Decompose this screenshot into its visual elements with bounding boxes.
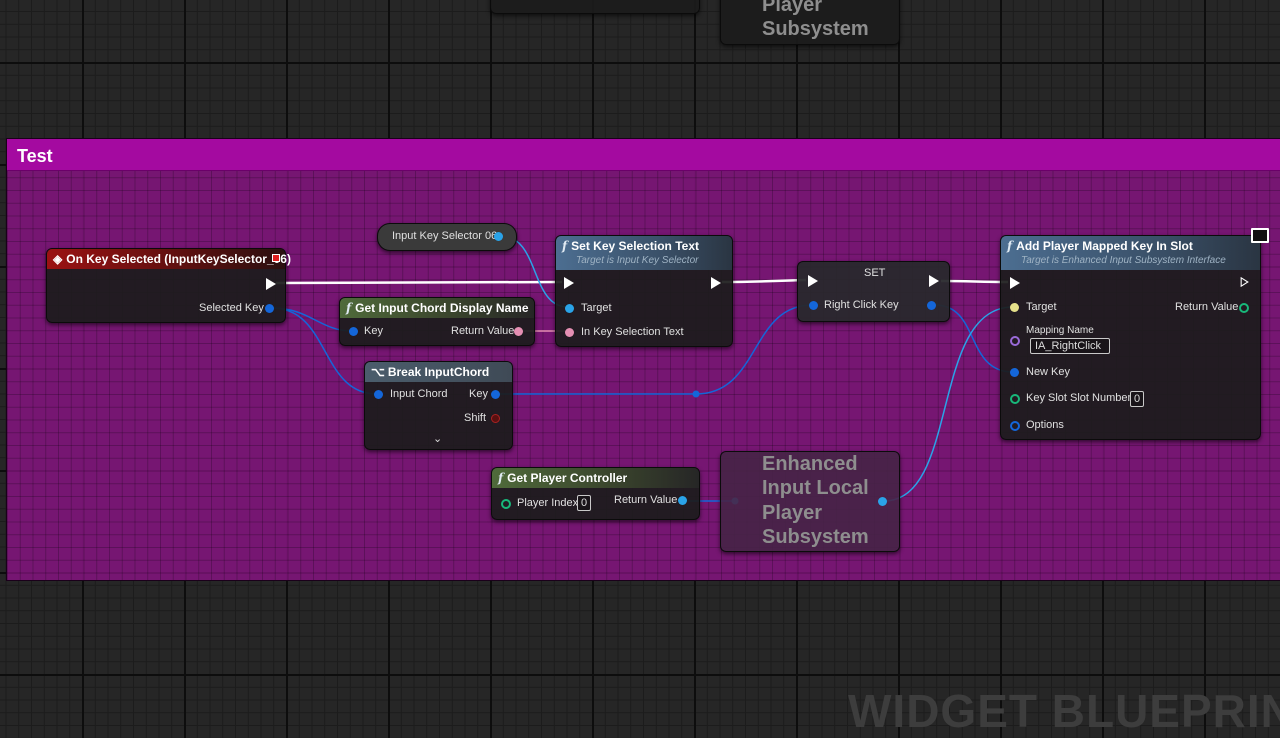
watermark: WIDGET BLUEPRIN: [848, 685, 1280, 737]
exec-in-pin[interactable]: [1010, 277, 1020, 289]
return-value-label: Return Value: [1175, 301, 1239, 313]
break-icon: ⌥: [371, 365, 385, 379]
node-title: Set Key Selection Text: [571, 239, 699, 253]
mapping-name-pin[interactable]: [1010, 336, 1020, 346]
return-value-label: Return Value: [614, 494, 678, 506]
node-subtitle: Target is Input Key Selector: [576, 255, 699, 266]
variable-out-pin[interactable]: [494, 232, 503, 241]
node-on-key-selected[interactable]: ◈On Key Selected (InputKeySelector_06) S…: [46, 248, 291, 323]
function-icon: f: [498, 471, 504, 485]
target-pin[interactable]: [565, 304, 574, 313]
target-label: Target: [1026, 301, 1057, 313]
new-key-pin[interactable]: [1010, 368, 1019, 377]
node-title: On Key Selected (InputKeySelector_06): [66, 252, 291, 266]
chevron-down-icon[interactable]: ⌄: [433, 433, 443, 445]
key-out-pin[interactable]: [491, 390, 500, 399]
target-pin[interactable]: [1010, 303, 1019, 312]
right-click-key-label: Right Click Key: [824, 299, 899, 311]
input-chord-pin[interactable]: [374, 390, 383, 399]
return-value-pin[interactable]: [678, 496, 687, 505]
subsystem-line4: Subsystem: [762, 526, 869, 548]
comment-header[interactable]: Test: [7, 139, 1280, 171]
node-enhanced-input-subsystem[interactable]: Enhanced Input Local Player Subsystem: [720, 451, 900, 552]
top-subsystem-line2: Subsystem: [762, 18, 869, 40]
options-label: Options: [1026, 419, 1064, 431]
new-key-label: New Key: [1026, 366, 1071, 378]
return-value-label: Return Value: [451, 325, 515, 337]
node-header: ⌥Break InputChord: [365, 362, 512, 382]
key-in-pin[interactable]: [349, 327, 358, 336]
function-icon: f: [346, 301, 352, 315]
exec-out-pin[interactable]: [711, 277, 721, 289]
node-top-cut[interactable]: [490, 0, 700, 14]
return-value-pin[interactable]: [514, 327, 523, 336]
node-header: ◈On Key Selected (InputKeySelector_06): [47, 249, 291, 269]
key-slot-field[interactable]: 0: [1130, 391, 1144, 407]
player-index-label: Player Index: [517, 497, 579, 509]
node-set-right-click-key[interactable]: SET Right Click Key: [797, 261, 950, 322]
mapping-name-label: Mapping Name: [1026, 325, 1094, 336]
player-index-field[interactable]: 0: [577, 495, 591, 511]
node-break-input-chord[interactable]: ⌥Break InputChord Input Chord Key Shift …: [364, 361, 513, 450]
exec-in-pin[interactable]: [564, 277, 574, 289]
node-subtitle: Target is Enhanced Input Subsystem Inter…: [1021, 255, 1226, 266]
subsystem-line2: Input Local: [762, 477, 869, 499]
exec-out-pin[interactable]: [266, 278, 276, 290]
shift-label: Shift: [464, 412, 487, 424]
target-label: Target: [581, 302, 612, 314]
exec-out-pin[interactable]: [929, 275, 939, 287]
subsystem-out-pin[interactable]: [878, 497, 887, 506]
function-icon: f: [562, 239, 568, 253]
variable-label: Input Key Selector 06: [392, 230, 498, 242]
player-index-pin[interactable]: [501, 499, 511, 509]
key-slot-pin[interactable]: [1010, 394, 1020, 404]
right-click-key-in-pin[interactable]: [809, 301, 818, 310]
options-pin[interactable]: [1010, 421, 1020, 431]
return-value-pin[interactable]: [1239, 303, 1249, 313]
mapping-name-field[interactable]: IA_RightClick: [1030, 338, 1110, 354]
delegate-pin[interactable]: [272, 254, 280, 262]
key-out-label: Key: [469, 388, 488, 400]
right-click-key-out-pin[interactable]: [927, 301, 936, 310]
node-title: Break InputChord: [387, 365, 490, 379]
node-title: Add Player Mapped Key In Slot: [1016, 239, 1193, 253]
node-input-key-selector[interactable]: Input Key Selector 06: [377, 223, 517, 251]
input-chord-label: Input Chord: [390, 388, 448, 400]
comment-title: Test: [17, 146, 53, 166]
key-label: Key: [364, 325, 383, 337]
monitor-icon: [1251, 228, 1269, 243]
in-key-selection-text-pin[interactable]: [565, 328, 574, 337]
subsystem-line3: Player: [762, 502, 823, 524]
exec-in-pin[interactable]: [808, 275, 818, 287]
selected-key-pin[interactable]: [265, 304, 274, 313]
in-key-selection-text-label: In Key Selection Text: [581, 326, 684, 338]
node-title: Get Player Controller: [507, 471, 628, 485]
shift-pin[interactable]: [491, 414, 500, 423]
function-icon: f: [1007, 239, 1013, 253]
node-top-subsystem[interactable]: Player Subsystem: [720, 0, 900, 45]
key-slot-label: Key Slot Slot Number: [1026, 392, 1132, 404]
node-title: SET: [864, 267, 886, 279]
subsystem-line1: Enhanced: [762, 453, 858, 475]
top-subsystem-line1: Player: [762, 0, 823, 16]
exec-out-pin[interactable]: [1240, 277, 1249, 287]
event-icon: ◈: [53, 252, 63, 266]
node-title: Get Input Chord Display Name: [355, 301, 529, 315]
selected-key-label: Selected Key: [199, 302, 264, 314]
